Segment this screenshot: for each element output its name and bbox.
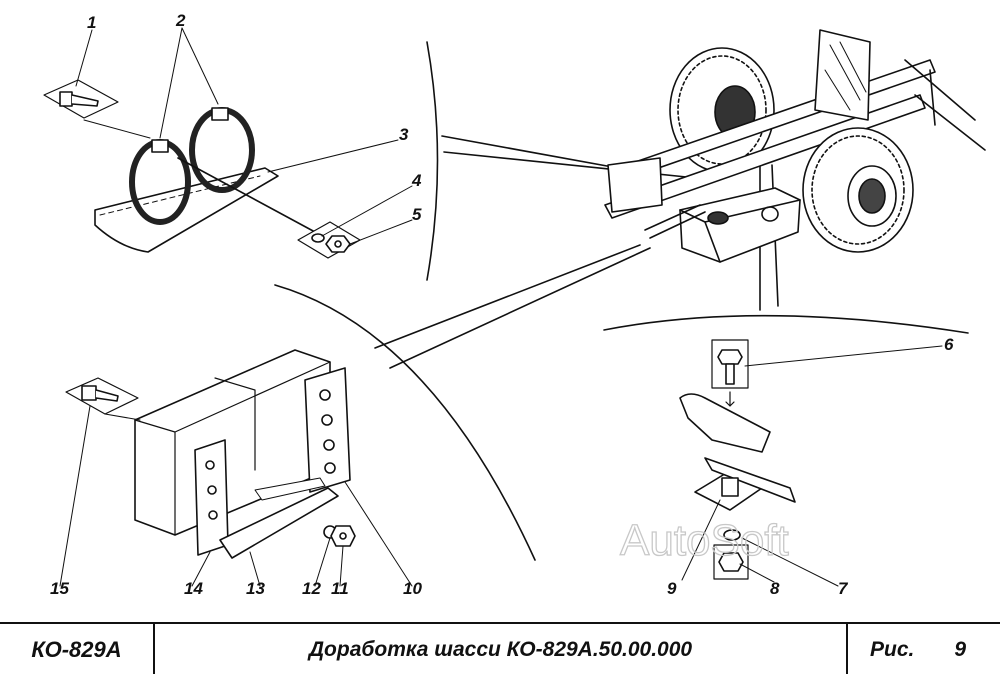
nut-icon-11 [330,525,356,547]
strip-13 [219,487,339,559]
callout-7: 7 [838,579,849,598]
frame-rear-bar [904,59,986,151]
drawing-code: КО-829А [0,624,155,674]
nut-icon-8 [713,544,749,580]
rear-wheel-front [802,127,914,253]
bracket-10 [304,367,351,493]
figure-number: 9 [954,638,966,661]
callout-14: 14 [184,579,203,598]
channel-bracket [679,393,771,453]
callout-6: 6 [944,335,954,354]
bolt-icon-6 [711,339,749,389]
callout-15: 15 [50,579,69,598]
clamp-band-left [129,139,191,225]
leader-line-left-2 [389,247,651,369]
callout-13: 13 [246,579,265,598]
fuel-tank [679,187,801,263]
callout-12: 12 [302,579,321,598]
callout-numbers: 1 2 3 4 5 6 7 8 9 10 11 12 13 14 15 [50,11,954,598]
nut-icon-5 [325,235,351,253]
bolt-icon-1 [43,79,151,139]
support-plate-9 [694,457,796,511]
callout-2: 2 [175,11,186,30]
callout-11: 11 [331,579,349,598]
leader-line-left-1 [374,244,641,349]
detail-frame-brackets [65,349,356,559]
callout-1: 1 [87,13,96,32]
frame-rail-lower [604,94,926,219]
bolt-icon-15 [65,377,141,421]
tie-rod [177,157,316,233]
callout-leaders [59,27,943,587]
fuel-line [644,204,706,239]
title-block: КО-829А Доработка шасси КО-829А.50.00.00… [0,622,1000,674]
frame-hatching [824,41,867,111]
washer-icon-7 [723,529,741,541]
drawing-title: Доработка шасси КО-829А.50.00.000 [155,624,848,674]
assembly-drawing: 1 2 3 4 5 6 7 8 9 10 11 12 13 14 15 Auto… [43,11,986,598]
callout-8: 8 [770,579,780,598]
callout-4: 4 [411,171,422,190]
detail-tank-cradle [94,107,316,253]
callout-9: 9 [667,579,677,598]
pad-13b [254,477,326,501]
callout-10: 10 [403,579,422,598]
callout-3: 3 [399,125,409,144]
callout-5: 5 [412,205,422,224]
detail-tank-support [679,339,796,580]
frame-crossmember [814,29,871,121]
figure-reference: Рис. 9 [848,624,1000,674]
front-bracket [607,157,663,213]
chassis-illustration [604,29,986,263]
separator-arc-left [274,284,536,561]
figure-label: Рис. [870,638,915,661]
watermark: AutoSoft [620,516,789,565]
separator-arc-right [603,314,969,334]
leader-line-top-1 [441,135,619,169]
separator-arc-top [426,41,439,281]
clamp-band-right [189,107,255,193]
